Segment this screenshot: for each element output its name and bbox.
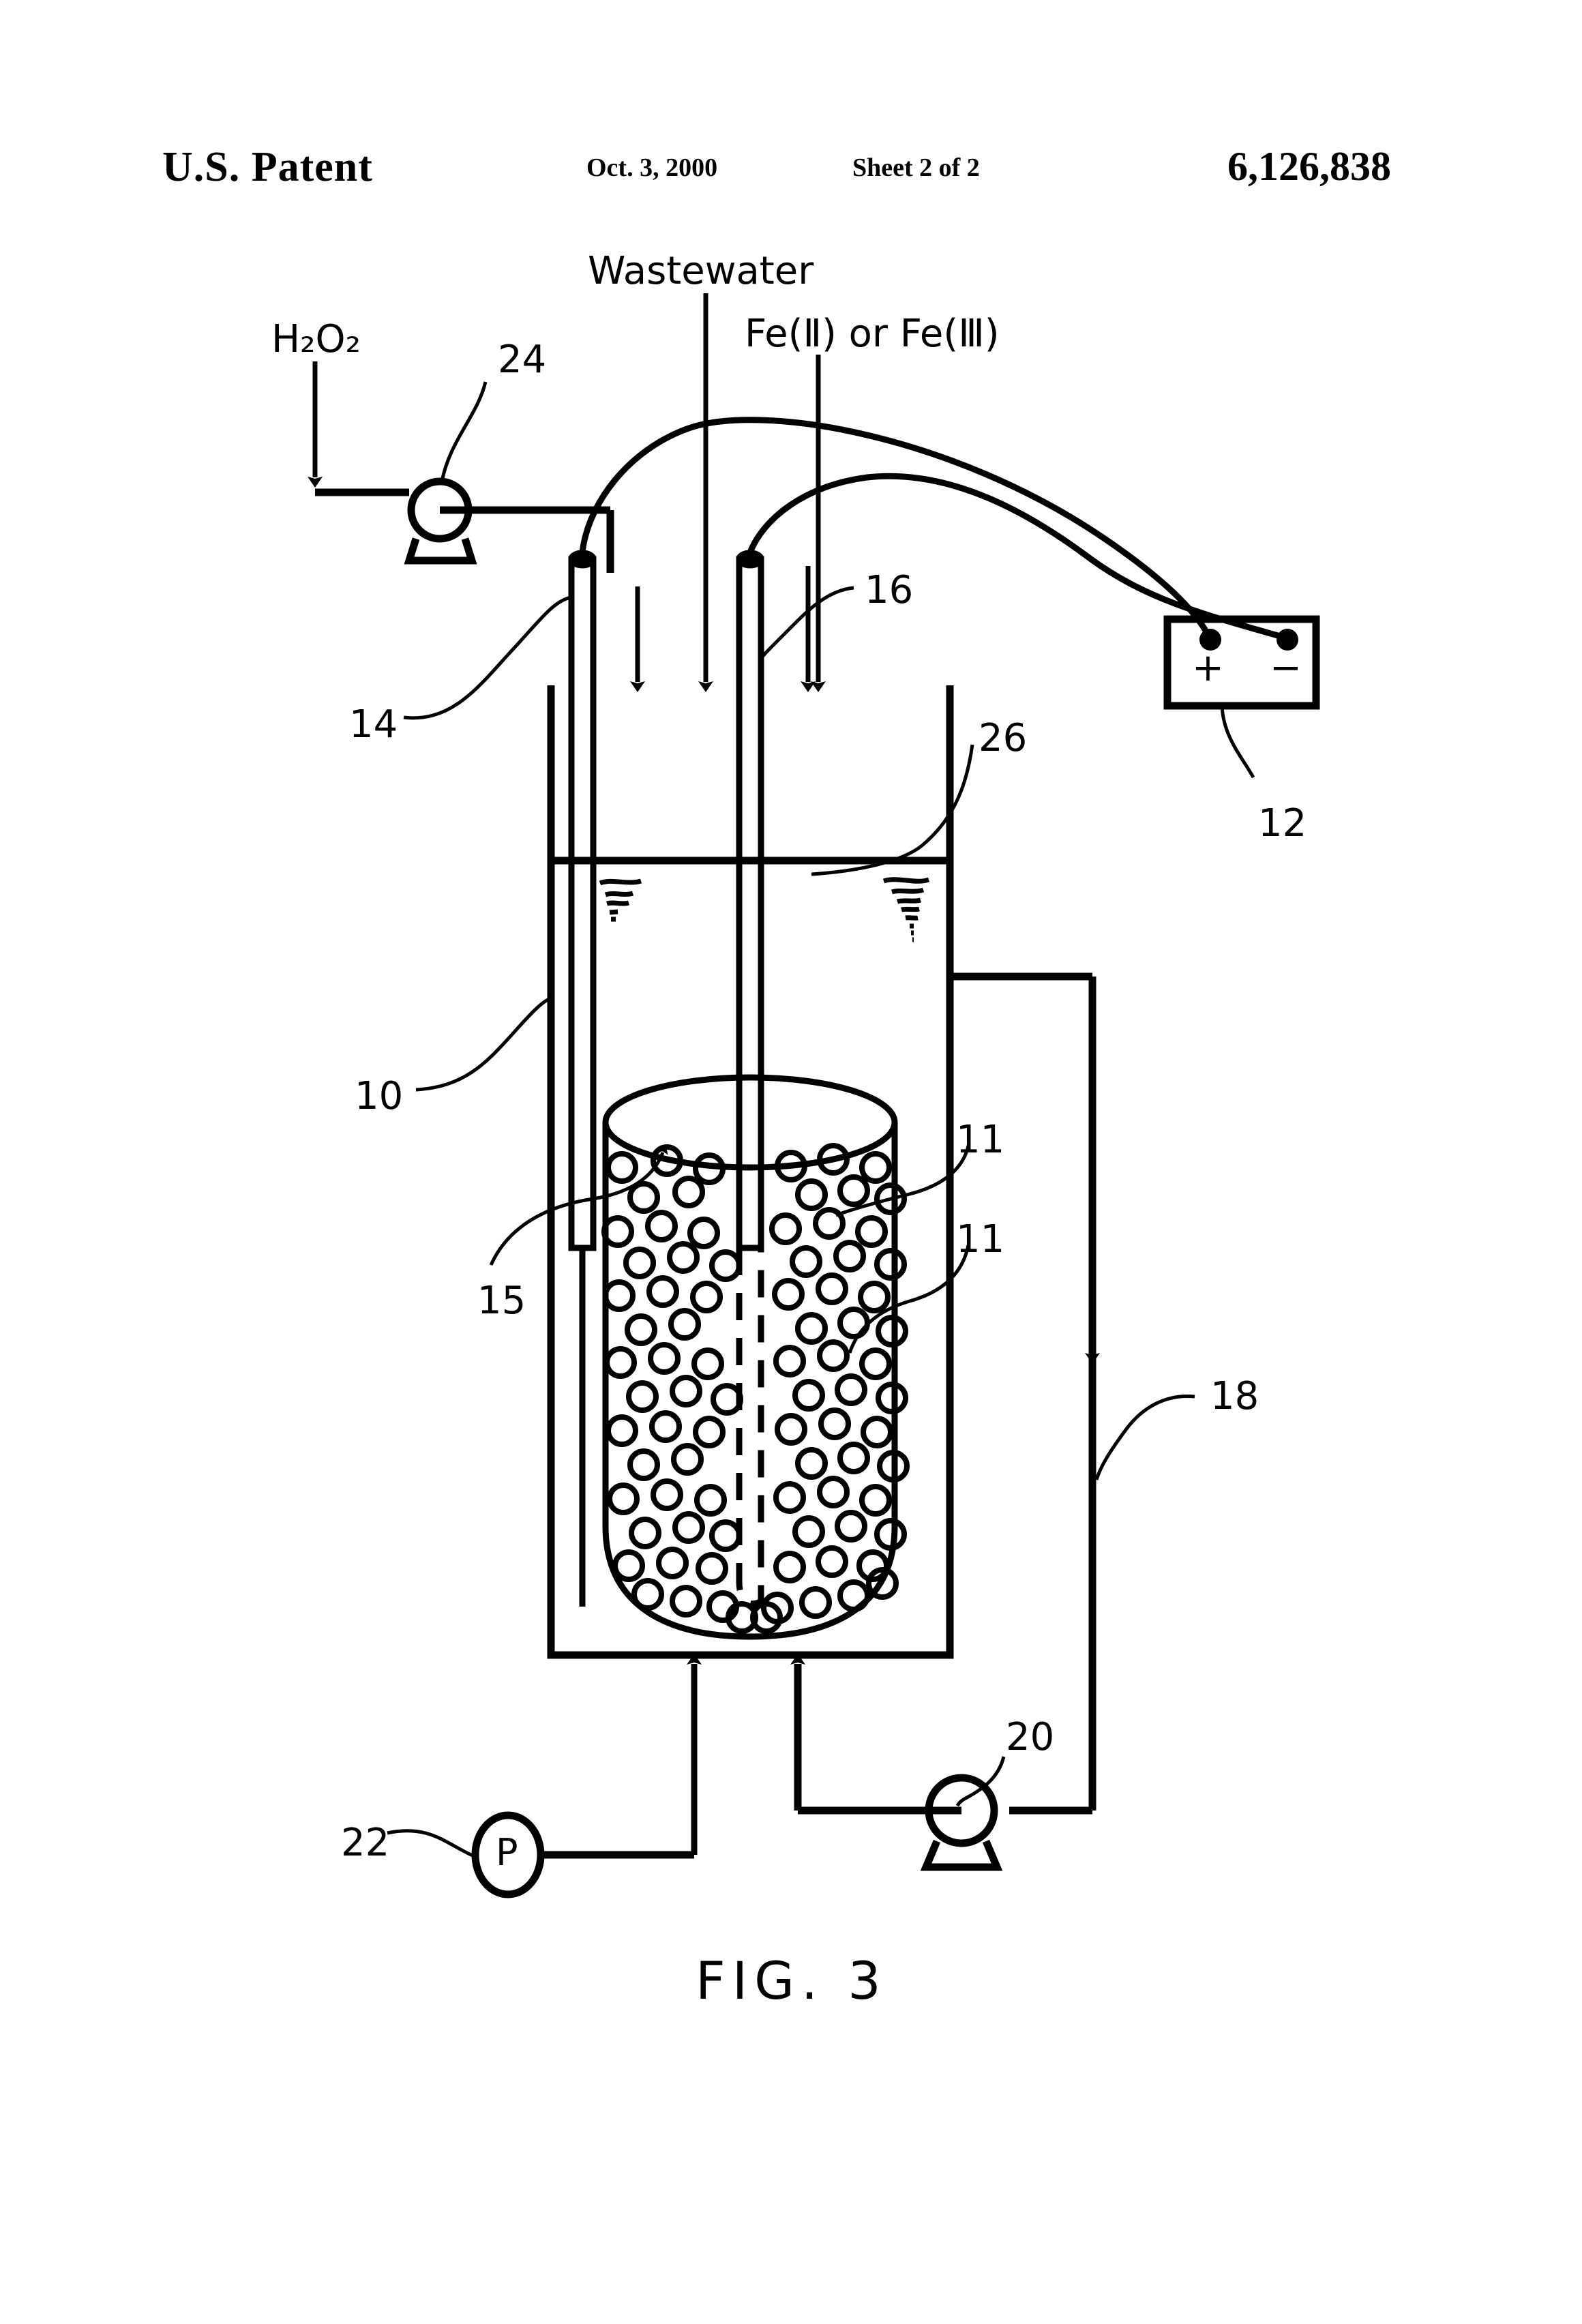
ref-numeral-26: 26 (979, 716, 1028, 760)
leader-11-lower (848, 1245, 970, 1354)
leader-26 (811, 744, 974, 876)
leader-18 (1094, 1394, 1195, 1480)
leader-15 (489, 1144, 668, 1266)
power-supply-positive-label: + (1192, 646, 1224, 690)
patent-issue-date: Oct. 3, 2000 (586, 153, 718, 182)
leader-24 (440, 381, 488, 482)
leader-14 (403, 595, 572, 720)
cathode-electrode-tube (736, 556, 764, 1251)
ref-numeral-14: 14 (349, 702, 398, 747)
packed-bed-body (602, 1122, 898, 1640)
sheet-indicator: Sheet 2 of 2 (852, 153, 980, 182)
anode-lead-wire (579, 417, 1214, 641)
ref-numeral-18: 18 (1210, 1374, 1259, 1418)
ref-numeral-11-lower: 11 (956, 1217, 1005, 1262)
ref-numeral-24: 24 (498, 338, 547, 382)
cathode-shaft-in-bed (736, 1248, 764, 1607)
packed-bed-top-rim (602, 1074, 898, 1171)
power-supply-negative-label: − (1270, 646, 1302, 690)
cathode-tube-cap (736, 550, 764, 569)
ref-numeral-22: 22 (341, 1821, 390, 1865)
ref-numeral-12: 12 (1258, 801, 1307, 846)
packing-particles (601, 1143, 910, 1634)
air-pump-symbol-label: P (496, 1831, 518, 1874)
ref-numeral-15: 15 (477, 1279, 526, 1323)
leader-16 (759, 586, 854, 660)
patent-office-title: U.S. Patent (162, 144, 373, 190)
peroxide-pump-base (404, 537, 477, 565)
power-supply-box (1163, 615, 1320, 710)
reactor-vessel-wall (547, 685, 954, 1659)
iron-inlet-label: Fe(Ⅱ) or Fe(Ⅲ) (745, 312, 1000, 356)
recirculation-pump-base (920, 1839, 1003, 1871)
ref-numeral-11-upper: 11 (956, 1118, 1005, 1162)
cathode-lead-wire (747, 473, 1289, 642)
leader-10 (415, 996, 552, 1092)
ref-numeral-10: 10 (355, 1074, 404, 1118)
page-header: U.S. Patent Oct. 3, 2000 Sheet 2 of 2 6,… (0, 143, 1582, 205)
liquid-ripples-right (882, 877, 930, 942)
patent-number: 6,126,838 (1227, 144, 1391, 189)
wastewater-inlet-label: Wastewater (588, 249, 814, 293)
leader-12 (1220, 705, 1255, 779)
power-supply-negative-terminal (1277, 629, 1298, 651)
figure-caption: FIG. 3 (696, 1950, 888, 2011)
peroxide-inlet-label: H₂O₂ (271, 317, 361, 361)
anode-electrode-tube (568, 556, 597, 1251)
power-supply-positive-terminal (1199, 629, 1221, 651)
leader-11-upper (835, 1145, 970, 1217)
ref-numeral-16: 16 (865, 568, 914, 612)
leader-20 (955, 1756, 1006, 1807)
liquid-ripples-left (599, 878, 642, 922)
anode-tube-cap (568, 550, 597, 569)
leader-22 (387, 1829, 477, 1858)
ref-numeral-20: 20 (1006, 1715, 1055, 1759)
